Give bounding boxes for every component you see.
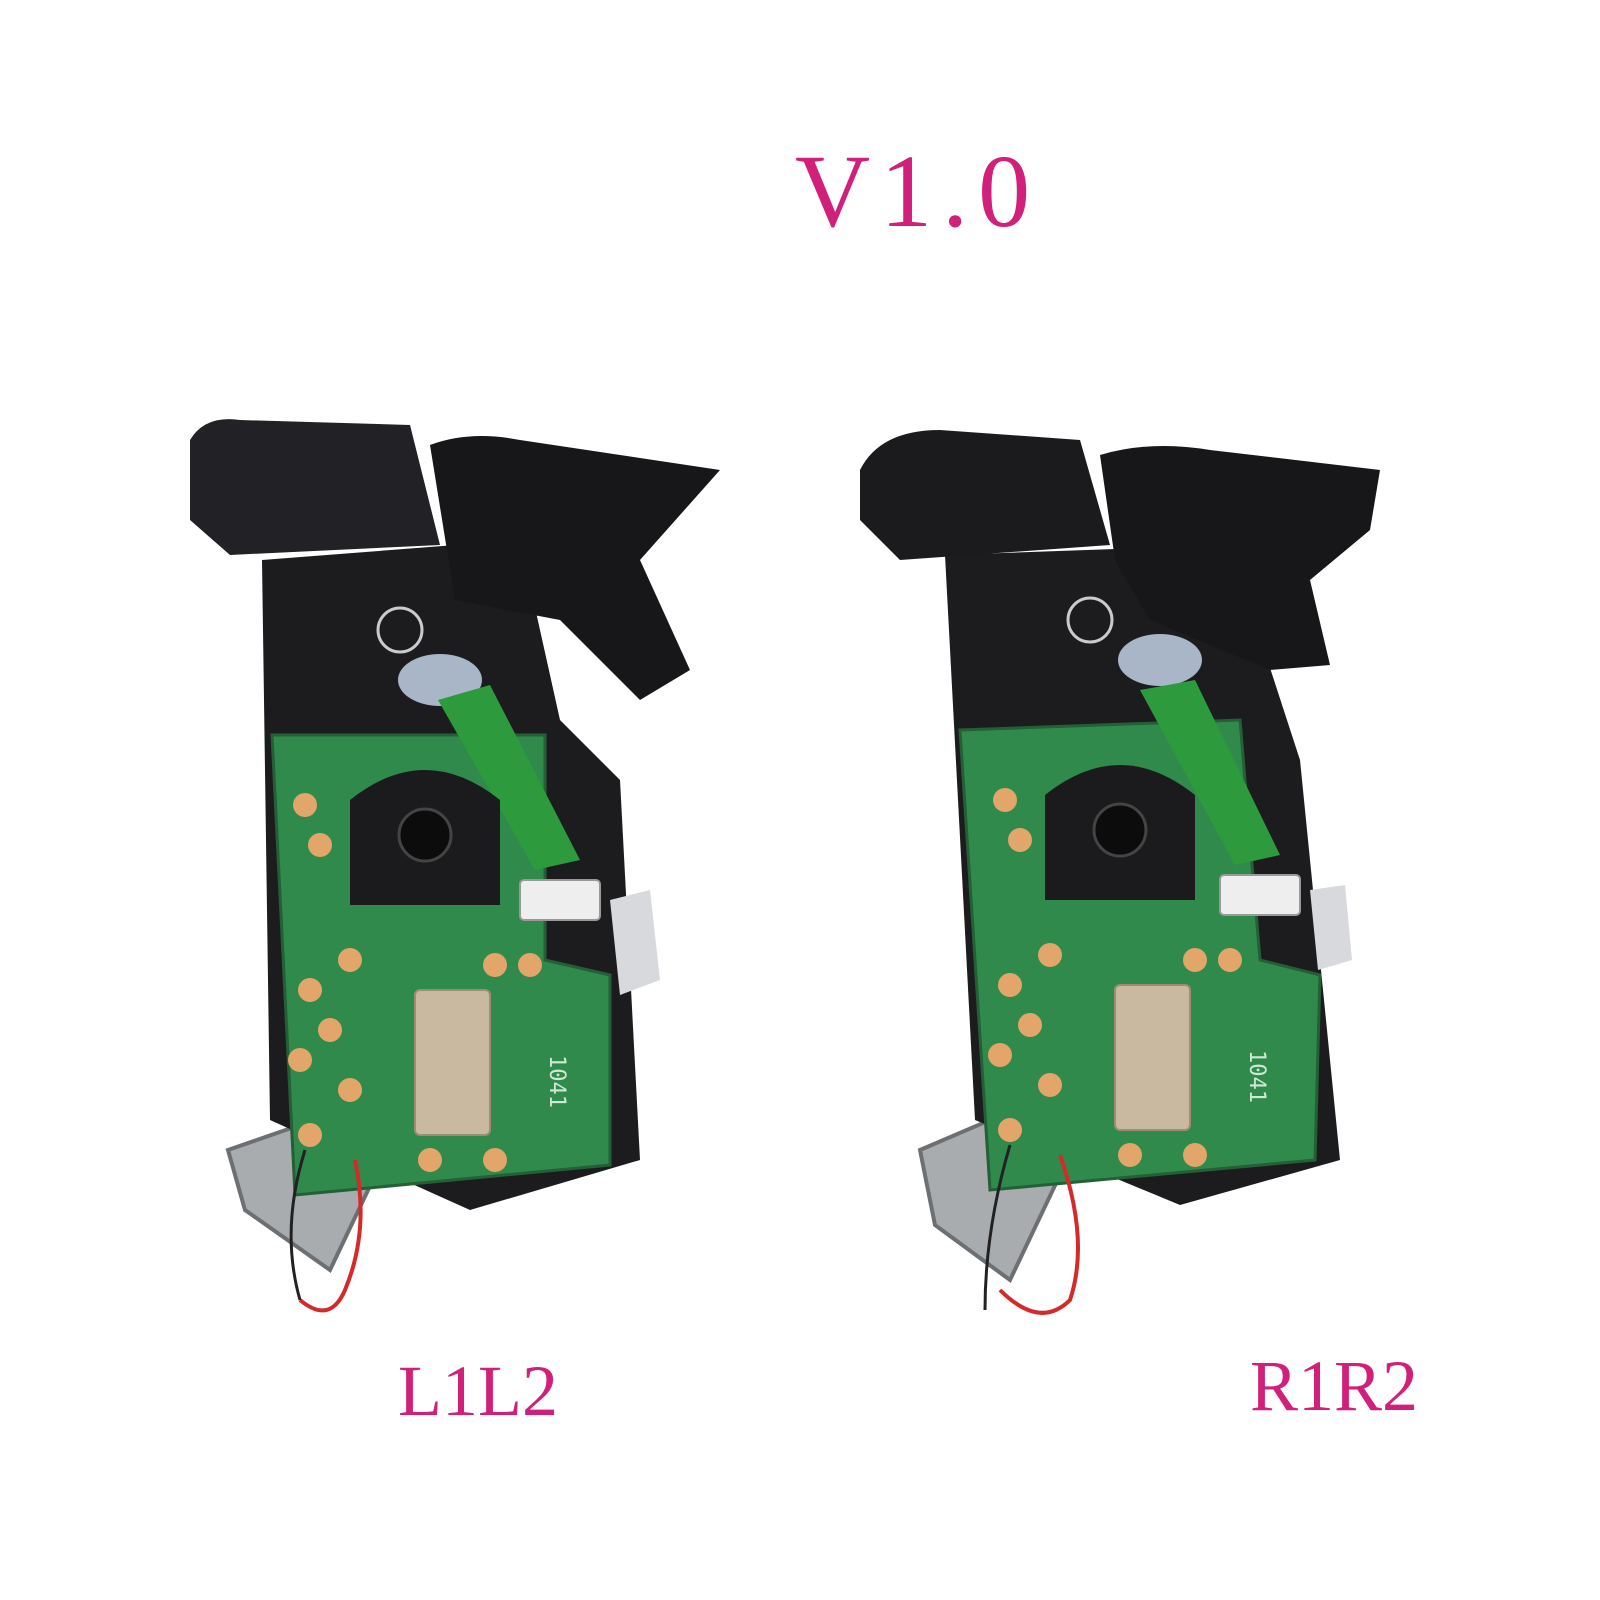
- right-trigger-assembly: 1041: [860, 430, 1380, 1315]
- right-connector: [1219, 874, 1301, 916]
- right-trigger-r2: [1100, 446, 1380, 670]
- left-bumper-l1: [190, 419, 440, 555]
- left-trigger-l2: [430, 436, 720, 700]
- right-assembly-label: R1R2: [1250, 1346, 1419, 1426]
- right-wires: [998, 1154, 1080, 1315]
- left-assembly-label: L1L2: [398, 1351, 558, 1431]
- right-pads: [988, 788, 1242, 1167]
- right-bumper-r1: [860, 430, 1110, 560]
- left-board-marking: 1041: [544, 1055, 569, 1108]
- version-title: V1.0: [795, 134, 1041, 249]
- left-flex-cable: [438, 685, 580, 870]
- left-pads: [288, 793, 542, 1172]
- right-flex-cable: [1140, 680, 1280, 865]
- right-shield: [1114, 984, 1191, 1131]
- left-wires: [298, 1159, 363, 1313]
- right-board-marking: 1041: [1244, 1050, 1269, 1103]
- left-trigger-assembly: 1041: [190, 419, 720, 1313]
- left-connector: [519, 879, 601, 921]
- left-shield: [414, 989, 491, 1136]
